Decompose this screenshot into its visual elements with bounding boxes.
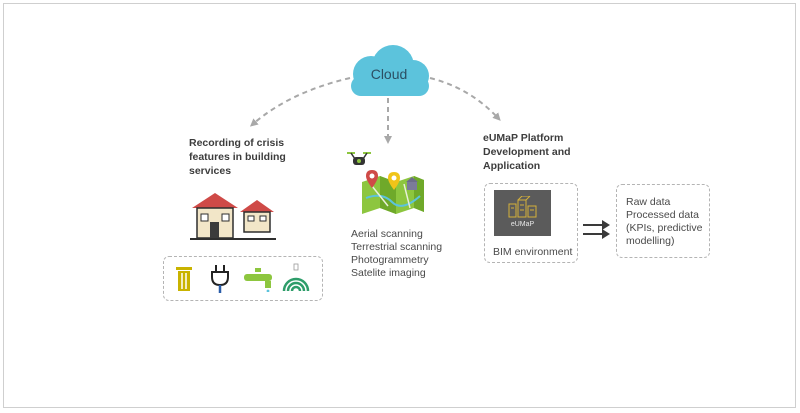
output-data-box — [616, 184, 710, 258]
recording-heading-line: features in building — [189, 151, 286, 163]
plug-icon — [211, 265, 229, 293]
scanning-method: Photogrammetry — [351, 254, 429, 266]
map-pin-icon — [388, 172, 400, 190]
platform-heading-line: eUMaP Platform — [483, 132, 564, 144]
bim-environment-label: BIM environment — [493, 246, 573, 258]
recording-heading-line: services — [189, 165, 232, 177]
eumap-logo-text: eUMaP — [510, 221, 535, 228]
output-data-line: (KPIs, predictive — [626, 222, 703, 234]
recording-heading: Recording of crisis features in building… — [189, 136, 286, 178]
scanning-method: Terrestrial scanning — [351, 241, 443, 253]
map-icon — [362, 170, 424, 214]
bin-icon — [176, 267, 192, 291]
services-icon-box — [163, 256, 323, 301]
building-sketch-icon — [508, 196, 537, 218]
output-data-line: Raw data — [626, 196, 671, 208]
recording-heading-line: Recording of crisis — [189, 137, 285, 149]
signal-icon — [282, 263, 310, 292]
platform-heading-line: Development and — [483, 146, 571, 158]
scanning-method: Aerial scanning — [351, 228, 423, 240]
scanning-method: Satelite imaging — [351, 267, 426, 279]
platform-heading-line: Application — [483, 160, 541, 172]
cloud-icon — [351, 45, 429, 96]
arrow-cloud-to-recording — [249, 77, 351, 127]
map-pin-icon — [366, 170, 378, 188]
cloud-label: Cloud — [370, 66, 408, 82]
eumap-logo-tile: eUMaP — [494, 190, 551, 236]
arrow-cloud-to-platform — [429, 77, 501, 121]
map-house-icon — [406, 177, 418, 190]
water-tap-icon — [244, 268, 272, 292]
platform-box — [484, 183, 578, 263]
platform-heading: eUMaP Platform Development and Applicati… — [483, 131, 571, 173]
output-data-line: modelling) — [626, 235, 675, 247]
output-data-text: Raw data Processed data (KPIs, predictiv… — [626, 196, 702, 248]
drone-icon — [347, 152, 371, 165]
scanning-methods-list: Aerial scanning Terrestrial scanning Pho… — [351, 228, 442, 280]
houses-icon — [190, 193, 276, 240]
output-data-line: Processed data — [626, 209, 699, 221]
double-arrow-icon — [583, 220, 610, 239]
